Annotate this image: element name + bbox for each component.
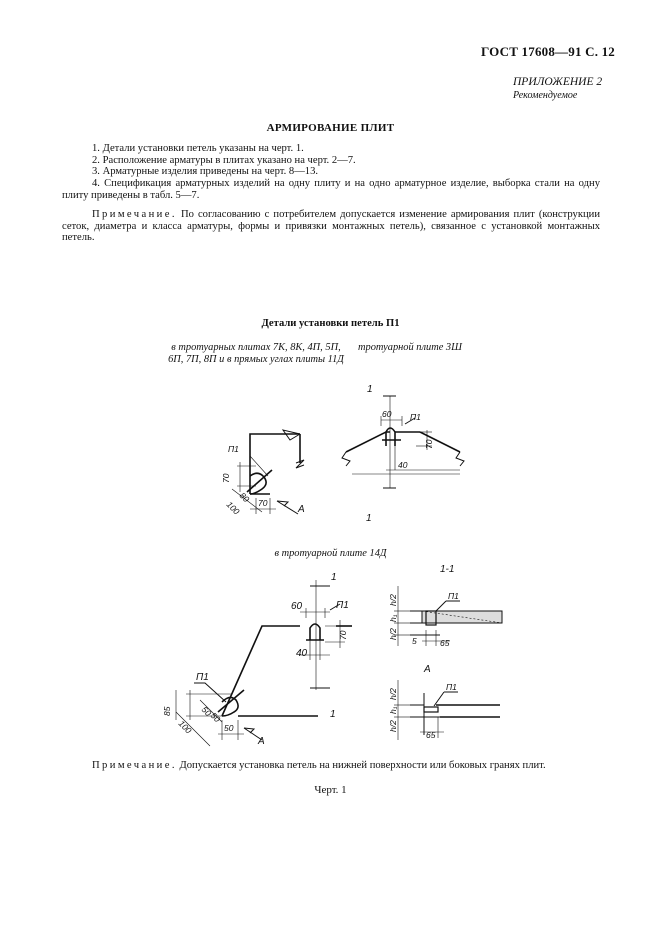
section-title: АРМИРОВАНИЕ ПЛИТ [266,122,395,134]
dim-h1-a: h₁ [388,614,398,622]
dim-100: 100 [225,499,242,516]
label-loop-6: П1 [446,682,457,692]
dim-h1-b: h₁ [388,706,398,714]
label-view-a: А [297,504,305,515]
section-mark-bottom: 1 [366,513,372,524]
caption-right: тротуарной плите 3Ш [358,342,462,353]
note-label: Примечание. [92,209,177,220]
caption-left: в тротуарных плитах 7К, 8К, 4П, 5П, 6П, … [168,342,344,365]
section-mark-top: 1 [367,384,373,395]
dim-70: 70 [221,473,231,483]
appendix-label: ПРИЛОЖЕНИЕ 2 Рекомендуемое [513,76,602,102]
label-view-a-2: А [257,736,265,747]
dim-40-2: 40 [296,648,308,659]
label-loop: П1 [228,444,239,454]
note-bottom: Примечание. Допускается установка петель… [92,760,546,771]
drawing-corner-detail: П1 70 80 100 70 А [221,429,305,517]
label-loop-5: П1 [448,591,459,601]
dim-70-2: 70 [424,439,434,449]
note-paragraph: Примечание. По согласованию с потребител… [62,209,600,244]
dim-40: 40 [398,460,408,470]
drawing-title: Детали установки петель П1 [261,318,400,329]
note2-label: Примечание. [92,760,177,771]
dim-h2-c: h/2 [388,688,398,700]
list-item: 4. Спецификация арматурных изделий на од… [62,178,600,201]
dim-5: 5 [412,636,417,646]
caption-middle: в тротуарной плите 14Д [274,548,387,559]
drawing-section-1-1: 1-1 h/2 h₁ h/2 П1 65 5 А h/ [388,564,503,740]
appendix-subtitle: Рекомендуемое [513,90,578,101]
note-text: По согласованию с потребителем допускает… [62,209,600,244]
label-view-a-3: А [423,664,431,675]
note2-text: Допускается установка петель на нижней п… [176,760,546,771]
dim-h2-d: h/2 [388,720,398,732]
dim-60-2: 60 [291,601,303,612]
list-item: 2. Расположение арматуры в плитах указан… [92,154,356,166]
dim-70-3: 70 [338,630,348,640]
page-header: ГОСТ 17608—91 С. 12 [481,44,615,59]
drawing-triangular-detail: 1 1 60 П1 70 40 [341,384,465,524]
dim-60: 60 [382,409,392,419]
dim-65-2: 65 [426,730,436,740]
appendix-title: ПРИЛОЖЕНИЕ 2 [513,76,603,88]
dim-50c: 50 [224,723,234,733]
dim-65: 65 [440,638,450,648]
label-loop-3: П1 [336,600,349,611]
list-item: 3. Арматурные изделия приведены на черт.… [92,166,319,178]
dim-h2-a: h/2 [388,594,398,606]
dim-85: 85 [162,706,172,716]
items-list: 1. Детали установки петель указаны на че… [62,143,600,202]
label-loop-2: П1 [410,412,421,422]
dim-h2-b: h/2 [388,628,398,640]
section-mark-bottom-2: 1 [330,709,336,720]
section-mark-top-2: 1 [331,572,337,583]
label-loop-4: П1 [196,672,209,683]
dim-70b: 70 [258,498,268,508]
dim-100-2: 100 [177,718,194,735]
drawing-plate-14d: 1 1 60 П1 70 40 П1 85 50 50 100 50 А [162,572,352,747]
list-item: 1. Детали установки петель указаны на че… [92,143,304,154]
figure-caption: Черт. 1 [314,784,347,796]
section-1-1-label: 1-1 [440,564,454,575]
